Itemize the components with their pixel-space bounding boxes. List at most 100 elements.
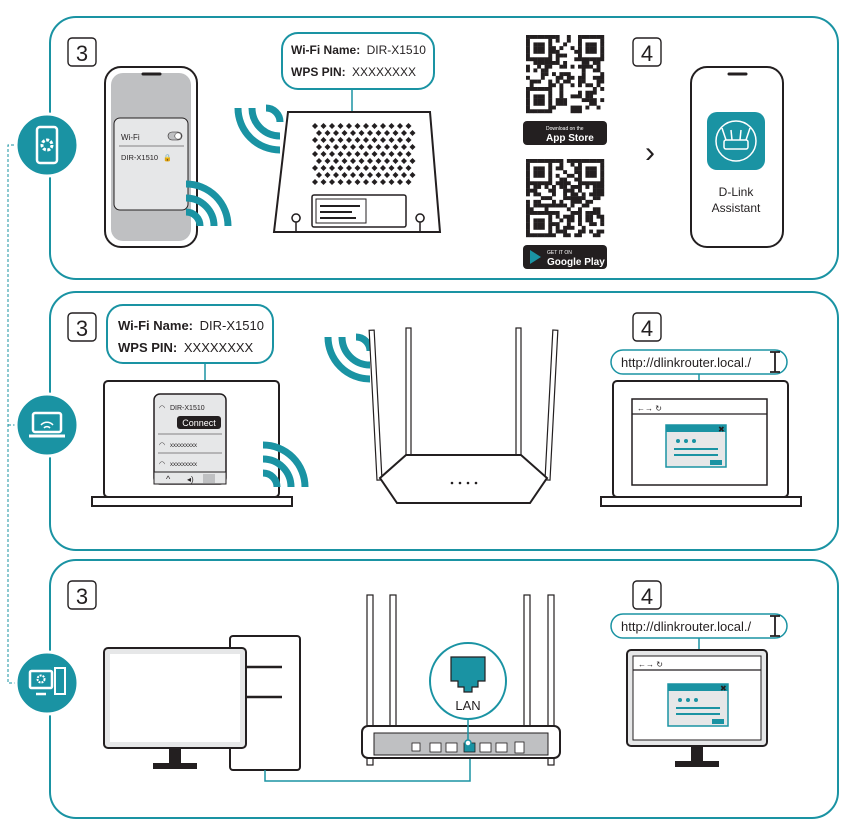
play-icon <box>530 250 541 264</box>
qr-module <box>559 181 564 186</box>
qr-module <box>574 177 579 182</box>
vent-hole <box>388 165 395 171</box>
qr-module <box>581 192 586 197</box>
qr-module <box>600 38 605 43</box>
qr-module <box>589 214 594 219</box>
qr-module <box>552 105 556 110</box>
qr-module <box>540 109 545 114</box>
qr-module <box>533 188 538 193</box>
dlink-assistant-app-icon[interactable] <box>707 112 765 170</box>
qr-module <box>596 196 601 201</box>
qr-module <box>563 61 568 65</box>
qr-module <box>540 196 545 201</box>
qr-module <box>596 68 601 73</box>
qr-module <box>548 225 553 230</box>
qr-module <box>566 38 571 43</box>
qr-module <box>533 109 538 114</box>
vent-hole <box>363 165 369 171</box>
qr-module <box>585 185 590 189</box>
qr-module <box>526 68 530 73</box>
qr-module <box>596 211 601 215</box>
qr-module <box>578 229 582 234</box>
qr-module <box>533 218 538 223</box>
qr-module <box>533 94 538 99</box>
lan-label: LAN <box>455 698 480 713</box>
qr-module <box>566 222 571 227</box>
vent-hole <box>375 144 382 150</box>
qr-module <box>552 203 556 208</box>
qr-module <box>552 222 556 227</box>
qr-module <box>555 203 560 208</box>
vent-hole <box>388 179 395 185</box>
laptop: ◠ DIR-X1510 Connect ◠ xxxxxxxxx ◠ xxxxxx… <box>91 380 293 507</box>
vent-hole <box>312 179 318 185</box>
google-play-badge[interactable]: GET IT ON Google Play <box>523 245 607 269</box>
qr-module <box>555 211 560 215</box>
url-bar[interactable]: http://dlinkrouter.local./ <box>610 349 788 410</box>
qr-module <box>548 173 553 178</box>
connect-button[interactable]: Connect <box>177 416 221 429</box>
qr-module <box>563 177 568 182</box>
vent-hole <box>341 144 348 150</box>
vent-hole <box>363 151 369 157</box>
speaker-icon: ◂) <box>187 475 194 484</box>
vent-hole <box>397 151 403 157</box>
vent-hole <box>371 123 378 129</box>
qr-module <box>589 170 594 175</box>
qr-module <box>570 218 575 223</box>
qr-module <box>592 90 597 95</box>
qr-module <box>570 214 575 219</box>
vent-hole <box>358 130 365 136</box>
qr-module <box>585 94 590 99</box>
qr-module <box>526 229 530 234</box>
qr-module <box>537 109 542 114</box>
qr-module <box>540 94 545 99</box>
qr-module <box>540 211 545 215</box>
qr-module <box>555 79 560 84</box>
qr-module <box>526 35 530 39</box>
qr-module <box>533 42 538 47</box>
close-icon: ✖ <box>720 684 727 693</box>
qr-module <box>526 166 530 171</box>
vent-hole <box>320 151 327 157</box>
vent-hole <box>388 137 395 143</box>
qr-module <box>563 42 568 47</box>
qr-module <box>596 214 601 219</box>
qr-module <box>600 166 605 171</box>
vent-hole <box>367 158 373 164</box>
qr-module <box>566 79 571 84</box>
qr-module <box>533 79 538 84</box>
vent-hole <box>384 172 390 178</box>
text-cursor-icon <box>770 615 780 637</box>
qr-module <box>548 162 553 167</box>
qr-module <box>570 211 575 215</box>
qr-module <box>537 94 542 99</box>
lock-icon: 🔒 <box>163 154 172 162</box>
qr-module <box>585 35 590 39</box>
qr-module <box>585 218 590 223</box>
qr-module <box>581 35 586 39</box>
qr-module <box>537 173 542 178</box>
app-store-badge[interactable]: Download on the App Store <box>523 121 607 145</box>
vent-hole <box>401 130 407 136</box>
qr-module <box>600 170 605 175</box>
qr-module <box>526 105 530 110</box>
qr-module <box>552 46 556 51</box>
vent-hole <box>371 165 378 171</box>
qr-module <box>529 181 534 186</box>
vent-hole <box>337 123 344 129</box>
qr-module <box>526 57 530 62</box>
qr-module <box>589 46 594 51</box>
qr-module <box>592 185 597 189</box>
qr-module <box>596 229 601 234</box>
url-bar[interactable]: http://dlinkrouter.local./ <box>610 613 788 678</box>
qr-module <box>540 170 545 175</box>
qr-module <box>600 185 605 189</box>
qr-module <box>578 173 582 178</box>
qr-module <box>589 98 594 103</box>
qr-module <box>592 181 597 186</box>
qr-module <box>592 192 597 197</box>
vent-hole <box>320 123 327 129</box>
vent-hole <box>397 165 403 171</box>
vent-hole <box>346 123 352 129</box>
